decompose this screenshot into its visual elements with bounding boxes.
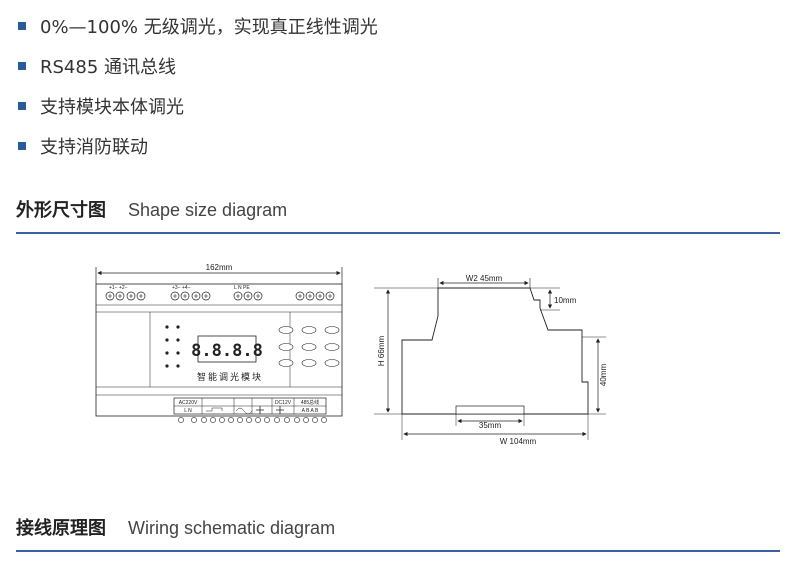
feature-item: 支持模块本体调光 — [18, 86, 378, 126]
seven-segment-display — [197, 335, 257, 363]
section-title-zh: 接线原理图 — [16, 518, 106, 539]
section-divider — [16, 232, 780, 234]
bullet-square-icon — [18, 142, 26, 150]
top-terminal-label-1: +1− +2− — [109, 285, 128, 291]
rail-35mm-label: 35mm — [479, 421, 502, 430]
feature-item: 支持消防联动 — [18, 126, 378, 166]
h10-10mm-label: 10mm — [554, 296, 577, 305]
section-title-en: Shape size diagram — [128, 200, 288, 220]
bus-terminals: A B A B — [302, 408, 319, 414]
h-66mm-label: H 66mm — [377, 336, 386, 367]
display-digits: 8.8.8.8 — [191, 341, 263, 361]
width-162-label: 162mm — [206, 263, 233, 272]
h-40mm-label: 40mm — [599, 364, 608, 387]
indicator-leds — [165, 325, 180, 368]
bullet-square-icon — [18, 22, 26, 30]
bottom-terminals — [178, 417, 327, 423]
bullet-square-icon — [18, 102, 26, 110]
section-title-zh: 外形尺寸图 — [16, 200, 106, 221]
bullet-square-icon — [18, 62, 26, 70]
feature-item: 0%—100% 无级调光，实现真正线性调光 — [18, 6, 378, 46]
section-divider — [16, 550, 780, 552]
top-terminals — [105, 291, 335, 301]
module-name: 智能调光模块 — [197, 371, 263, 383]
front-view: 162mm +1− +2− +3− +4− L N PE — [95, 263, 343, 423]
top-terminal-label-3: L N PE — [234, 285, 250, 291]
ac-terminals: L N — [184, 408, 192, 414]
shape-size-section: 外形尺寸图 Shape size diagram — [16, 196, 780, 234]
wiring-schematic-section: 接线原理图 Wiring schematic diagram — [16, 514, 780, 552]
w-104mm-label: W 104mm — [500, 437, 537, 446]
ac-label: AC220V — [179, 400, 198, 406]
side-view: W2 45mm 10mm H 66mm 40mm 35mm W 104mm — [374, 274, 608, 446]
feature-item: RS485 通讯总线 — [18, 46, 378, 86]
top-terminal-label-2: +3− +4− — [172, 285, 191, 291]
feature-list: 0%—100% 无级调光，实现真正线性调光 RS485 通讯总线 支持模块本体调… — [18, 6, 378, 166]
keypad-buttons — [278, 326, 340, 367]
bus-label: 485总线 — [301, 399, 319, 406]
dc-label: DC12V — [275, 400, 292, 406]
section-title-en: Wiring schematic diagram — [128, 518, 336, 538]
w2-45mm-label: W2 45mm — [466, 274, 503, 283]
